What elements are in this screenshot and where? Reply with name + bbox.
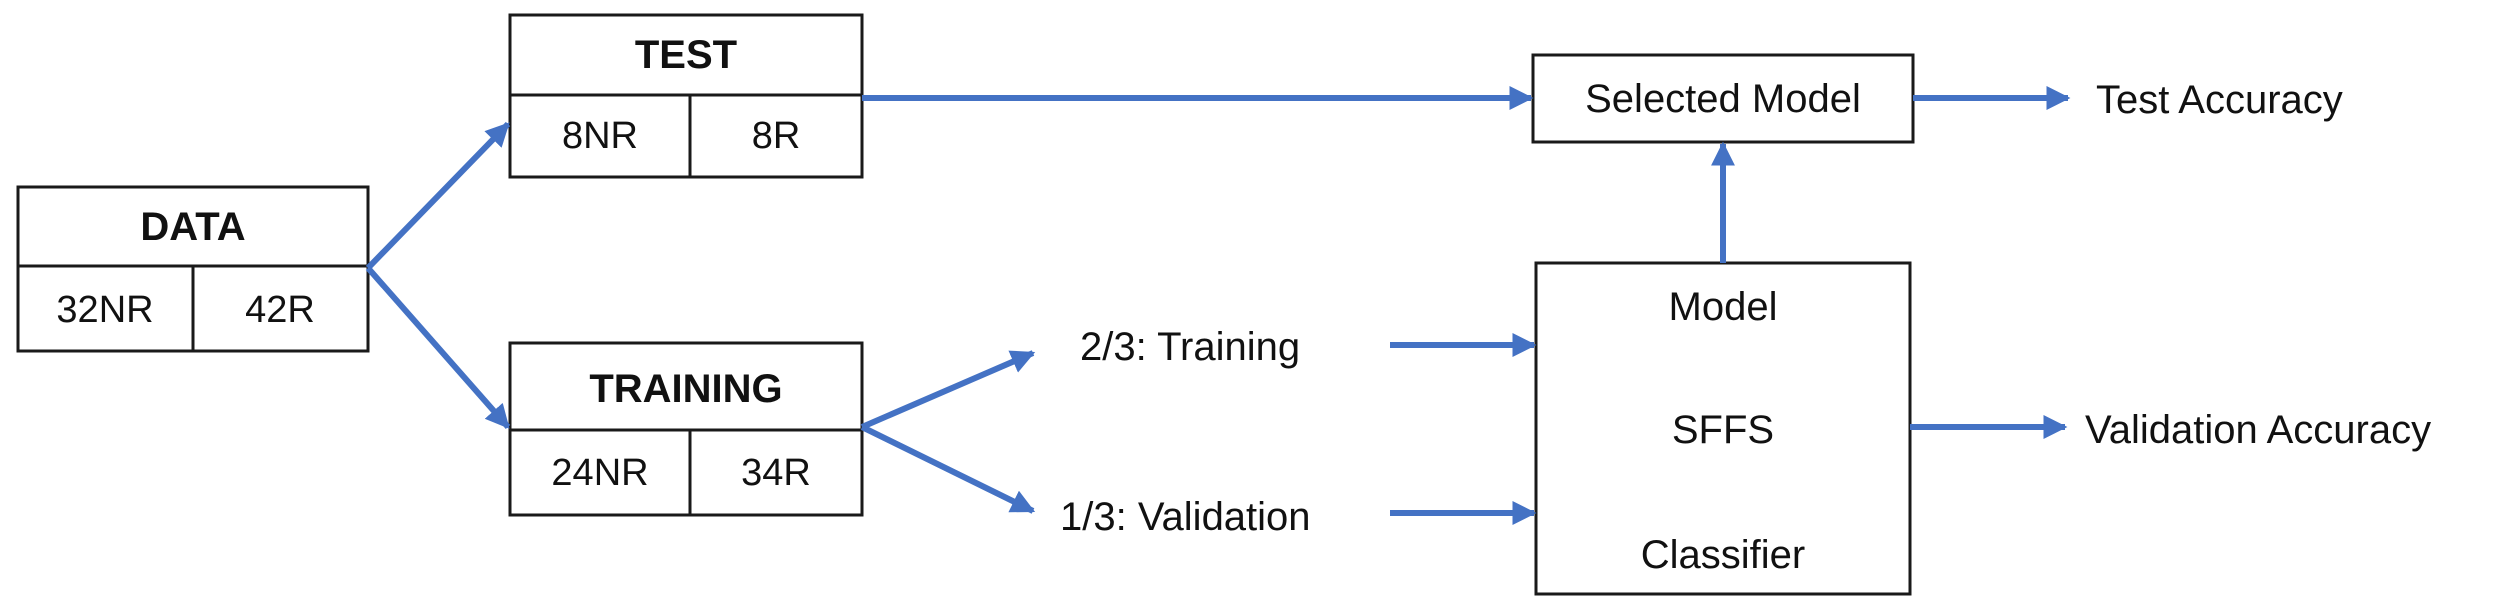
training-split-label: 2/3: Training — [1080, 325, 1300, 369]
model-box: Model SFFS Classifier — [1534, 261, 1912, 596]
training-box-header: TRAINING — [589, 367, 782, 411]
selected-model-box: Selected Model — [1531, 53, 1915, 144]
data-to-test-arrow — [365, 121, 511, 271]
data-box-r-cell: 42R — [245, 289, 315, 331]
data-box-nr-cell: 32NR — [56, 289, 153, 331]
test-box-nr-cell: 8NR — [562, 115, 638, 157]
test-box-header: TEST — [635, 33, 737, 77]
data-box: DATA 32NR 42R — [16, 185, 370, 353]
test-box: TEST 8NR 8R — [508, 13, 864, 179]
sffs-label: SFFS — [1672, 408, 1774, 452]
training-box-r-cell: 34R — [741, 452, 811, 494]
validation-accuracy-label: Validation Accuracy — [2085, 408, 2431, 452]
training-to-validation-split-arrow — [860, 424, 1036, 514]
validation-split-label: 1/3: Validation — [1060, 495, 1311, 539]
training-to-train-split-arrow — [860, 350, 1036, 430]
test-box-r-cell: 8R — [752, 115, 801, 157]
selected-model-label: Selected Model — [1585, 77, 1861, 121]
training-box-nr-cell: 24NR — [551, 452, 648, 494]
data-to-training-arrow — [365, 266, 511, 429]
test-accuracy-label: Test Accuracy — [2096, 78, 2343, 122]
model-label: Model — [1669, 285, 1778, 329]
data-box-header: DATA — [140, 205, 245, 249]
training-box: TRAINING 24NR 34R — [508, 341, 864, 517]
classifier-label: Classifier — [1641, 533, 1805, 577]
